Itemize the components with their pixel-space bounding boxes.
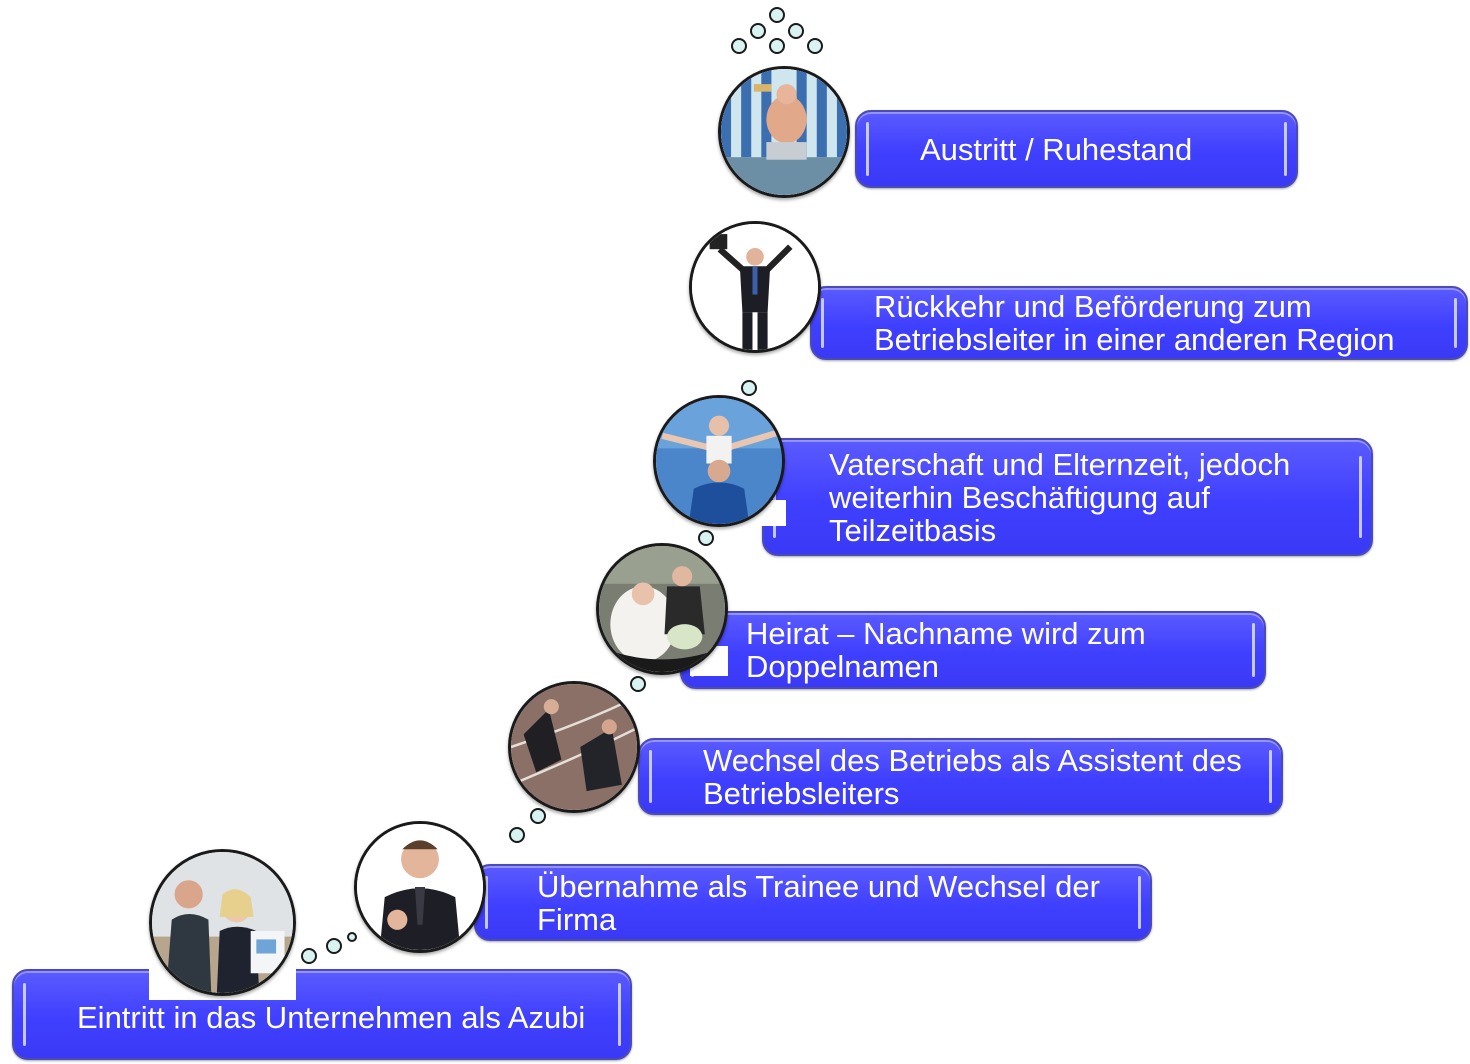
bubble	[630, 676, 646, 692]
step-box-azubi: Eintritt in das Unternehmen als Azubi	[12, 969, 632, 1060]
bubble	[698, 530, 714, 546]
father-child-photo-icon	[653, 395, 785, 527]
bubble	[347, 932, 357, 942]
bubble	[741, 380, 757, 396]
bubble	[509, 827, 525, 843]
step-label: Austritt / Ruhestand	[920, 131, 1193, 167]
step-box-heirat: Heirat – Nachname wird zum Doppelnamen	[680, 611, 1266, 689]
bubble	[731, 38, 747, 54]
wedding-photo-icon	[596, 543, 728, 675]
step-box-ruhestand: Austritt / Ruhestand	[855, 110, 1298, 188]
starting-block-photo-icon	[508, 681, 640, 813]
step-label: Eintritt in das Unternehmen als Azubi	[77, 1000, 586, 1035]
step-box-trainee: Übernahme als Trainee und Wechsel der Fi…	[474, 864, 1152, 941]
bubble	[750, 23, 766, 39]
step-label: Wechsel des Betriebs als Assistent des B…	[703, 742, 1242, 811]
office-meeting-photo-icon	[149, 849, 296, 996]
bubble	[769, 38, 785, 54]
step-box-vaterschaft: Vaterschaft und Elternzeit, jedoch weite…	[762, 438, 1373, 556]
step-label: Rückkehr und Beförderung zum Betriebslei…	[874, 289, 1395, 357]
bubble	[807, 38, 823, 54]
bubble	[301, 948, 317, 964]
celebrating-manager-photo-icon	[689, 221, 821, 353]
businessman-photo-icon	[354, 821, 486, 953]
bubble	[530, 808, 546, 824]
step-label: Übernahme als Trainee und Wechsel der Fi…	[537, 868, 1100, 937]
step-box-rueckkehr: Rückkehr und Beförderung zum Betriebslei…	[810, 286, 1468, 360]
step-box-wechsel-betrieb: Wechsel des Betriebs als Assistent des B…	[638, 738, 1283, 815]
step-label: Vaterschaft und Elternzeit, jedoch weite…	[829, 446, 1291, 548]
bubble	[788, 23, 804, 39]
bubble	[326, 938, 342, 954]
bubble	[769, 7, 785, 23]
step-label: Heirat – Nachname wird zum Doppelnamen	[746, 616, 1146, 684]
beach-chair-photo-icon	[718, 66, 850, 198]
